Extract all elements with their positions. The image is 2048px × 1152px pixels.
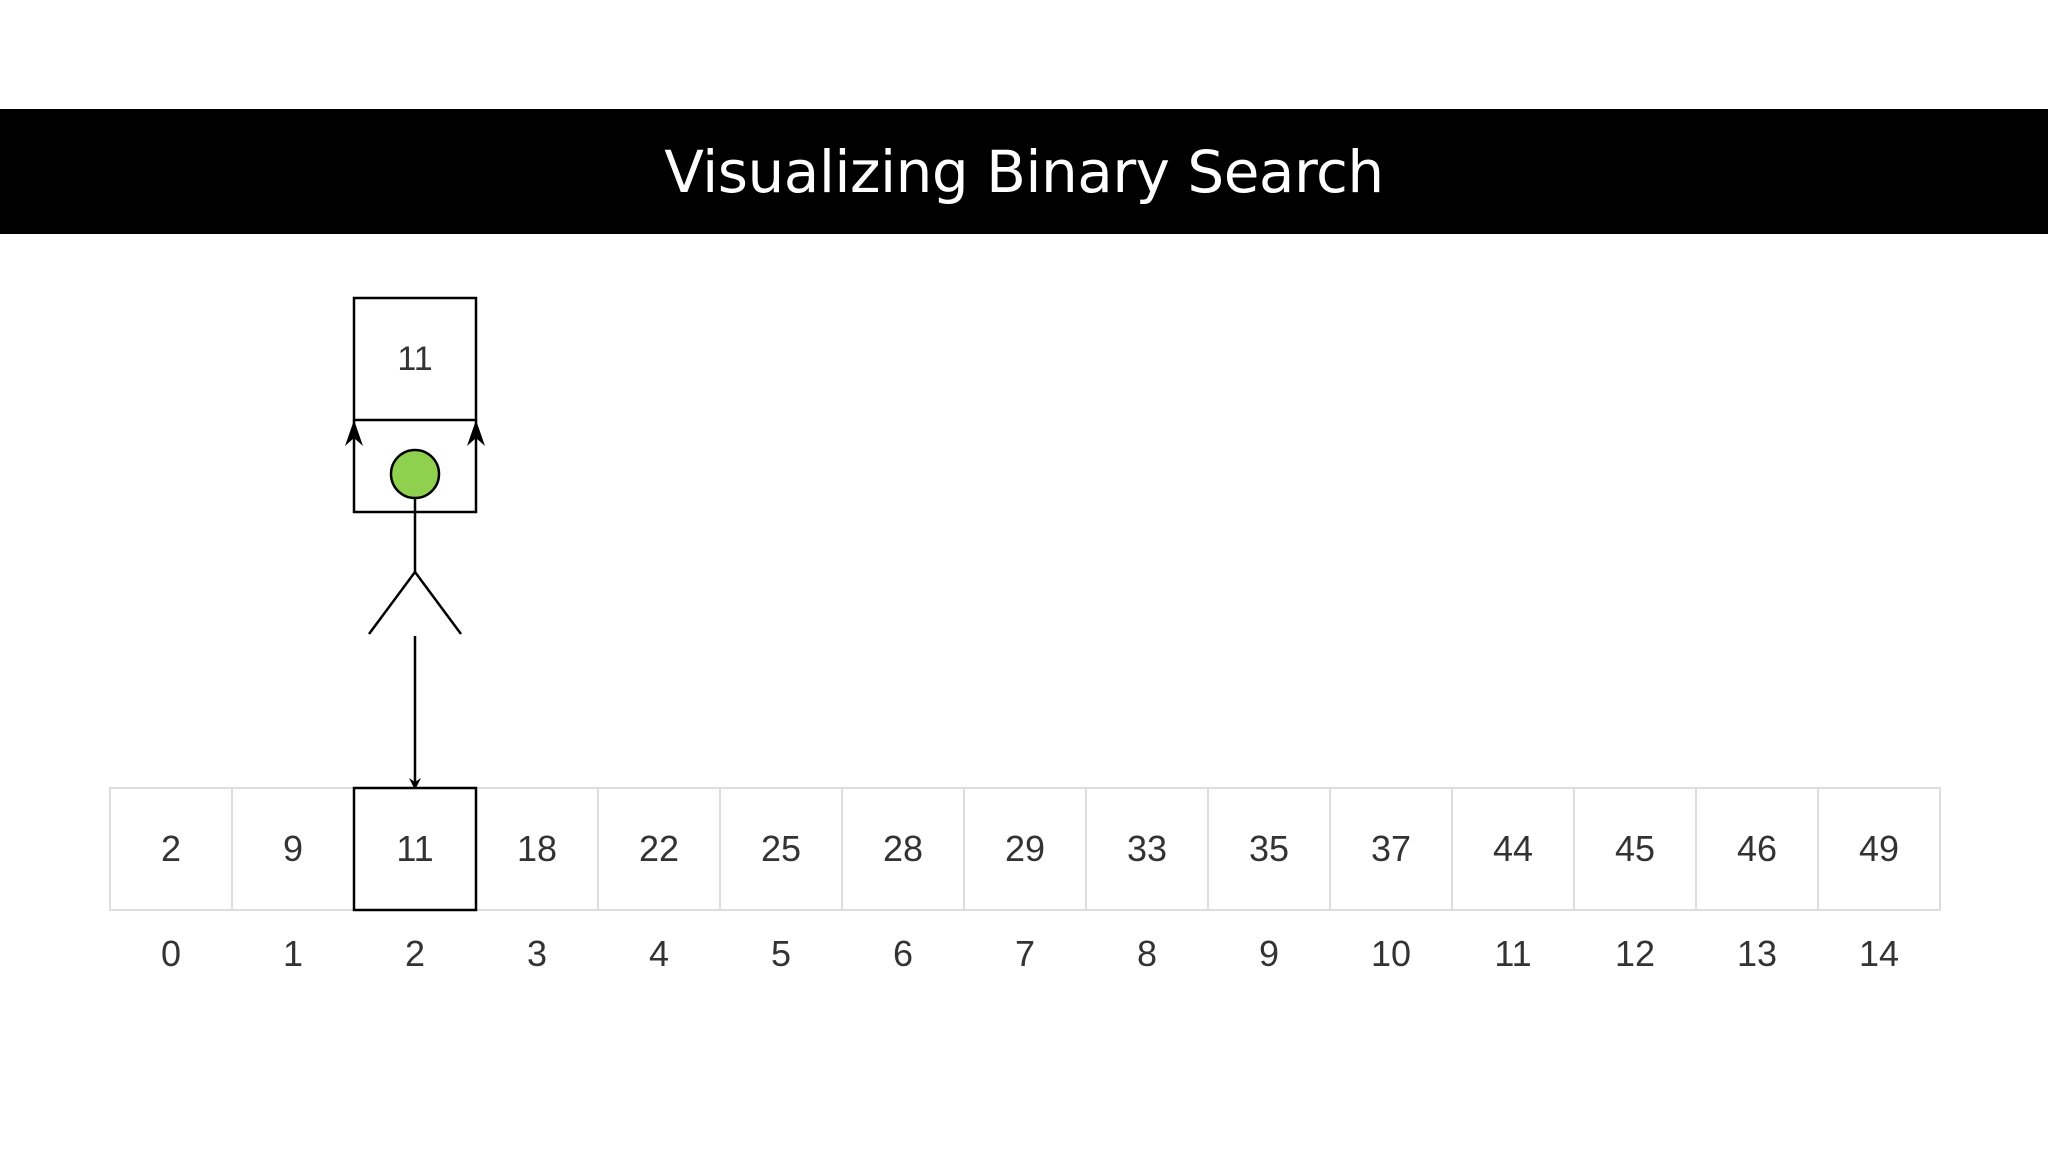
array-cell [1817,787,1941,911]
left-hand-arrow-icon [345,420,363,446]
array-index-label: 3 [527,933,547,974]
array-index-label: 4 [649,933,669,974]
array-cell-value: 44 [1493,828,1533,869]
array-cell [1695,787,1819,911]
highlighted-cell-frame [352,786,478,912]
array-index-label: 2 [405,933,425,974]
held-value-box: 11 [352,296,478,422]
array-cell-value: 49 [1859,828,1899,869]
held-value-frame [352,296,478,422]
array-index-label: 7 [1015,933,1035,974]
array-cell [109,787,233,911]
array-index-label: 9 [1259,933,1279,974]
array-cell-value: 33 [1127,828,1167,869]
held-value-label: 11 [397,340,432,378]
array-cell-value: 22 [639,828,679,869]
array-cell-value: 25 [761,828,801,869]
array-cell [1207,787,1331,911]
array-cell [1451,787,1575,911]
circle-head-icon [389,448,441,500]
array-cell-value: 37 [1371,828,1411,869]
array-index-label: 5 [771,933,791,974]
array-cell-value: 2 [161,828,181,869]
array-index-label: 0 [161,933,181,974]
array-cell-value: 9 [283,828,303,869]
array-index-label: 6 [893,933,913,974]
array-cell [719,787,843,911]
legs-icon [367,569,463,635]
array-index-label: 11 [1494,933,1531,974]
array-cell-value: 46 [1737,828,1777,869]
array-index-label: 13 [1737,933,1777,974]
array-cell-value: 35 [1249,828,1289,869]
array-cell [597,787,721,911]
page-title: Visualizing Binary Search [664,137,1384,206]
title-bar: Visualizing Binary Search [0,109,2048,234]
array-cell-value: 28 [883,828,923,869]
array-cell [353,787,477,911]
array-cell [1329,787,1453,911]
right-hand-arrow-icon [467,420,485,446]
array-cell-value: 18 [517,828,557,869]
array-index-label: 1 [283,933,303,974]
array-index-label: 14 [1859,933,1899,974]
stick-figure-icon [345,420,485,635]
array-cell-value: 45 [1615,828,1655,869]
array-index-label: 8 [1137,933,1157,974]
array-cell [963,787,1087,911]
array-highlight [352,786,478,912]
array-index-label: 10 [1371,933,1411,974]
array-index-label: 12 [1615,933,1655,974]
array-cell-value: 11 [396,828,433,869]
array-cell [1573,787,1697,911]
array-cell [1085,787,1209,911]
array-cell [475,787,599,911]
array-cell-value: 29 [1005,828,1045,869]
